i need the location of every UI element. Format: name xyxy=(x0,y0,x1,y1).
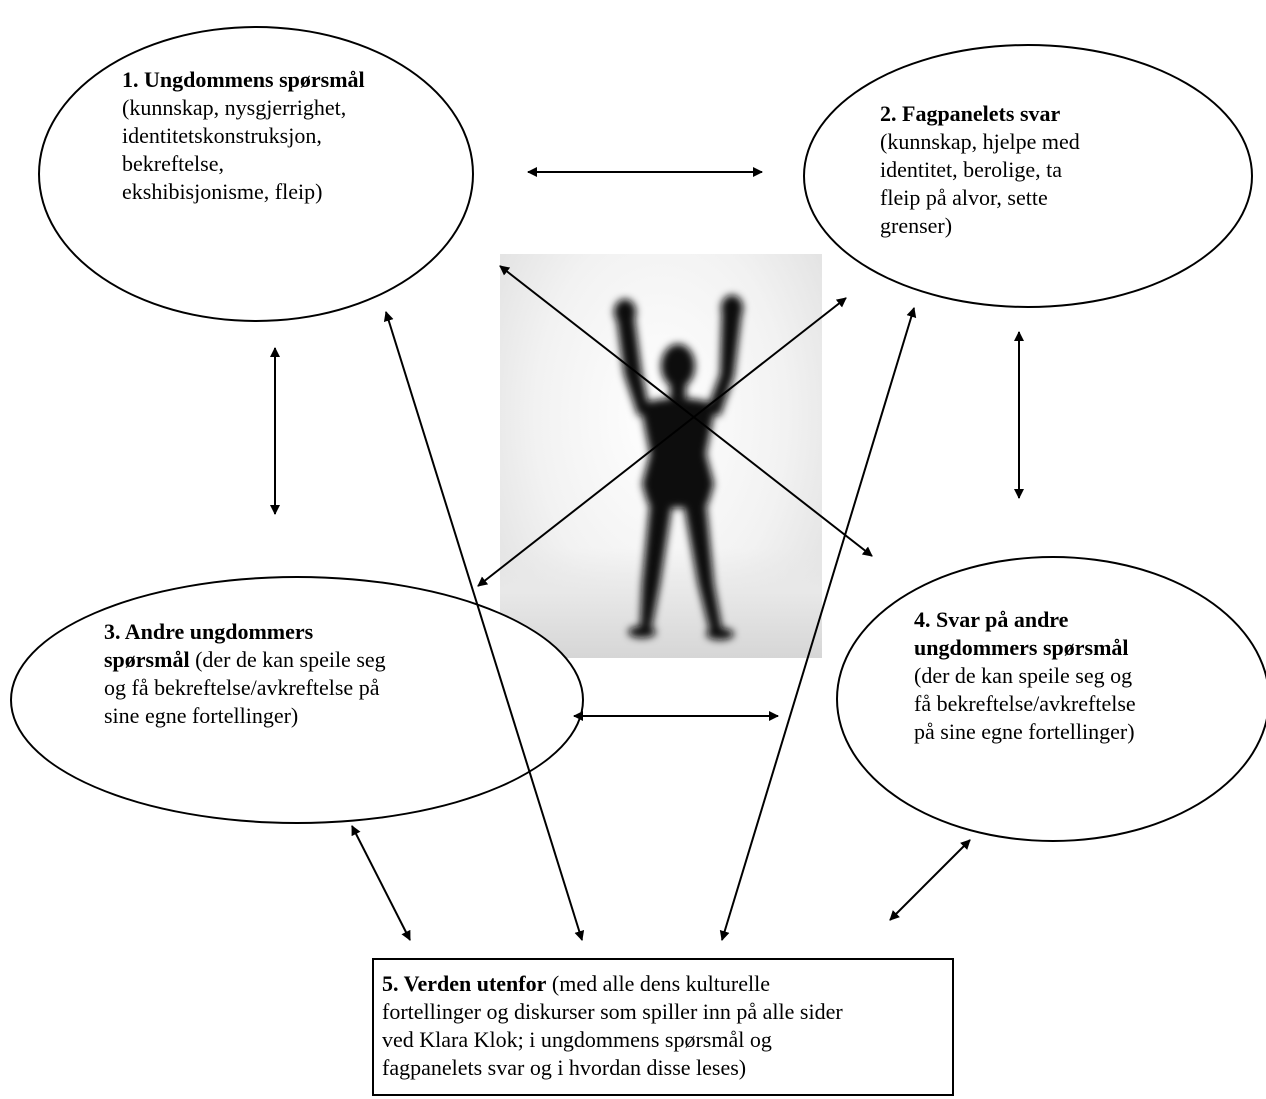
node-5-text: 5. Verden utenfor (med alle dens kulture… xyxy=(382,970,843,1082)
node-5-line: ved Klara Klok; i ungdommens spørsmål og xyxy=(382,1027,772,1052)
arrow-3-5 xyxy=(351,825,411,941)
node-4-title: 4. Svar på andre xyxy=(914,607,1069,632)
node-5-line: fagpanelets svar og i hvordan disse lese… xyxy=(382,1055,747,1080)
arrow-4-5 xyxy=(889,839,971,921)
node-5-line: (med alle dens kulturelle xyxy=(546,971,770,996)
node-3-line: sine egne fortellinger) xyxy=(104,703,299,728)
node-4-text: 4. Svar på andre ungdommers spørsmål (de… xyxy=(914,606,1136,746)
node-1-ellipse xyxy=(38,26,474,322)
node-3-title-cont: spørsmål xyxy=(104,647,190,672)
node-4-title-cont: ungdommers spørsmål xyxy=(914,635,1129,660)
node-2-text: 2. Fagpanelets svar (kunnskap, hjelpe me… xyxy=(880,100,1080,240)
node-1-text: 1. Ungdommens spørsmål (kunnskap, nysgje… xyxy=(122,66,365,206)
node-1-line: (kunnskap, nysgjerrighet, xyxy=(122,95,347,120)
arrow-1-5 xyxy=(383,311,585,941)
node-2-line: (kunnskap, hjelpe med xyxy=(880,129,1080,154)
node-1-line: bekreftelse, xyxy=(122,151,224,176)
node-3-line: (der de kan speile seg xyxy=(189,647,386,672)
node-2-line: fleip på alvor, sette xyxy=(880,185,1048,210)
node-1-title: 1. Ungdommens spørsmål xyxy=(122,67,365,92)
node-3-text: 3. Andre ungdommers spørsmål (der de kan… xyxy=(104,618,386,730)
node-3-line: og få bekreftelse/avkreftelse på xyxy=(104,675,380,700)
arrow-2-3 xyxy=(477,297,847,587)
arrow-1-4 xyxy=(499,265,873,557)
node-5-title: 5. Verden utenfor xyxy=(382,971,547,996)
node-2-title: 2. Fagpanelets svar xyxy=(880,101,1061,126)
node-4-line: (der de kan speile seg og xyxy=(914,663,1133,688)
node-2-line: identitet, berolige, ta xyxy=(880,157,1063,182)
node-5-box xyxy=(372,958,954,1096)
arrow-2-5 xyxy=(719,307,917,941)
node-2-ellipse xyxy=(803,44,1253,308)
node-2-line: grenser) xyxy=(880,213,953,238)
node-3-title: 3. Andre ungdommers xyxy=(104,619,314,644)
node-1-line: identitetskonstruksjon, xyxy=(122,123,322,148)
node-1-line: ekshibisjonisme, fleip) xyxy=(122,179,323,204)
node-4-line: få bekreftelse/avkreftelse xyxy=(914,691,1136,716)
node-5-line: fortellinger og diskurser som spiller in… xyxy=(382,999,843,1024)
node-4-line: på sine egne fortellinger) xyxy=(914,719,1135,744)
